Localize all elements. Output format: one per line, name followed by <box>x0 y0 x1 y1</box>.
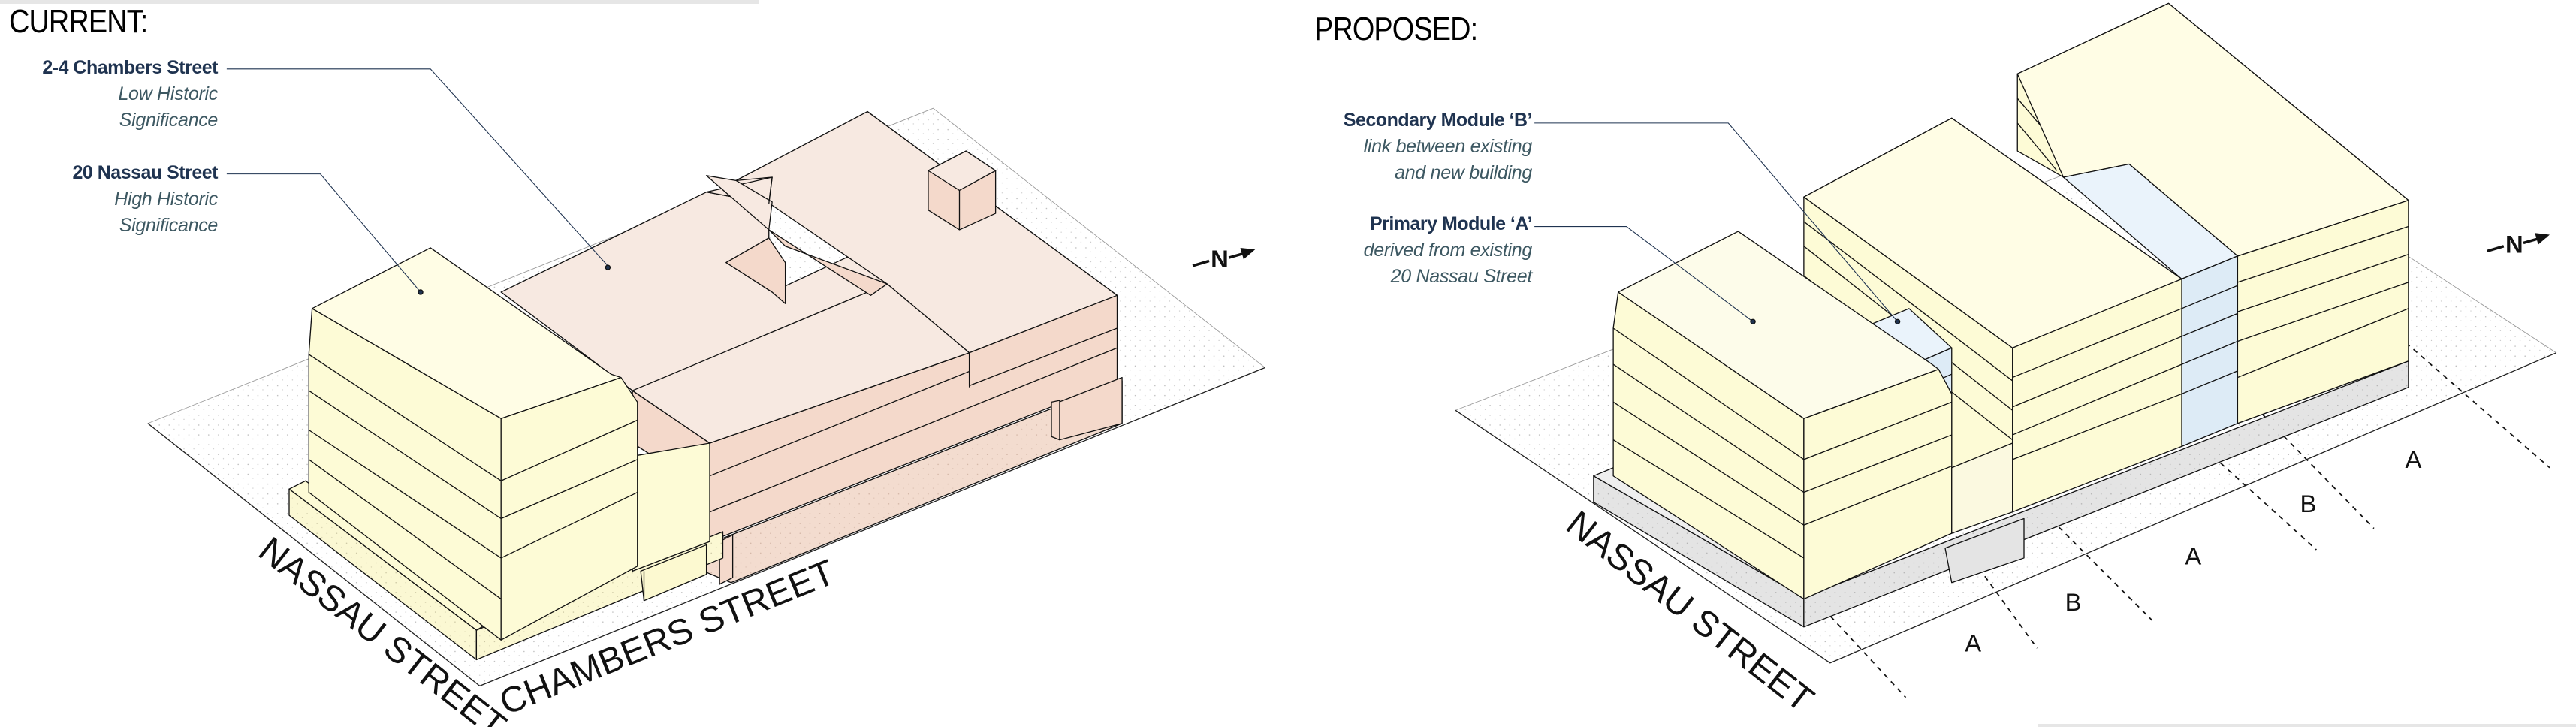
label-nassau-line2: Significance <box>119 215 219 236</box>
label-nassau-line1: High Historic <box>114 189 218 210</box>
label-module-a: Primary Module ‘A’ derived from existing… <box>1363 210 1533 290</box>
nassau-roof <box>311 247 622 419</box>
label-module-a-line1: derived from existing <box>1363 240 1533 261</box>
label-chambers-line2: Significance <box>119 110 219 131</box>
building-20-nassau <box>288 247 724 661</box>
north-arrow-proposed <box>2487 233 2550 252</box>
north-label-current: N <box>1211 245 1229 273</box>
leader-dot <box>1894 318 1901 324</box>
current-title: CURRENT: <box>9 3 148 40</box>
module-letter: A <box>2185 542 2201 570</box>
module-b-rear <box>2062 163 2239 448</box>
module-letter: A <box>2406 445 2422 473</box>
module-letter: B <box>2300 490 2317 517</box>
proposed-leader-lines <box>1534 122 1898 322</box>
current-ground-edge <box>147 367 1265 687</box>
module-a-front <box>1612 231 2013 600</box>
label-module-b-line2: and new building <box>1395 162 1532 183</box>
bottom-divider <box>2038 724 2576 727</box>
label-module-a-line2: 20 Nassau Street <box>1390 266 1533 287</box>
leader-dot <box>418 289 424 295</box>
building-chambers-street <box>500 110 1123 585</box>
label-module-b-line1: link between existing <box>1363 136 1533 157</box>
label-chambers-street: 2-4 Chambers Street Low Historic Signifi… <box>42 54 218 134</box>
label-module-b: Secondary Module ‘B’ link between existi… <box>1343 107 1533 186</box>
label-nassau-name: 20 Nassau Street <box>72 162 218 183</box>
module-a-middle-roof <box>1803 117 2182 348</box>
label-nassau-street: 20 Nassau Street High Historic Significa… <box>72 159 218 239</box>
label-module-a-name: Primary Module ‘A’ <box>1369 213 1533 234</box>
module-letter: B <box>2065 588 2082 616</box>
proposed-title: PROPOSED: <box>1314 11 1478 47</box>
current-leader-lines <box>226 68 608 293</box>
north-label-proposed: N <box>2505 231 2523 258</box>
leader-dot <box>1750 318 1756 324</box>
label-module-b-name: Secondary Module ‘B’ <box>1343 110 1533 131</box>
leader-dot <box>605 264 611 270</box>
module-letter: A <box>1965 629 1981 657</box>
module-a-front-roof <box>1618 231 1939 419</box>
label-chambers-name: 2-4 Chambers Street <box>42 57 218 78</box>
top-divider <box>0 0 759 4</box>
north-arrow-current <box>1192 247 1256 267</box>
label-chambers-line1: Low Historic <box>118 83 218 104</box>
